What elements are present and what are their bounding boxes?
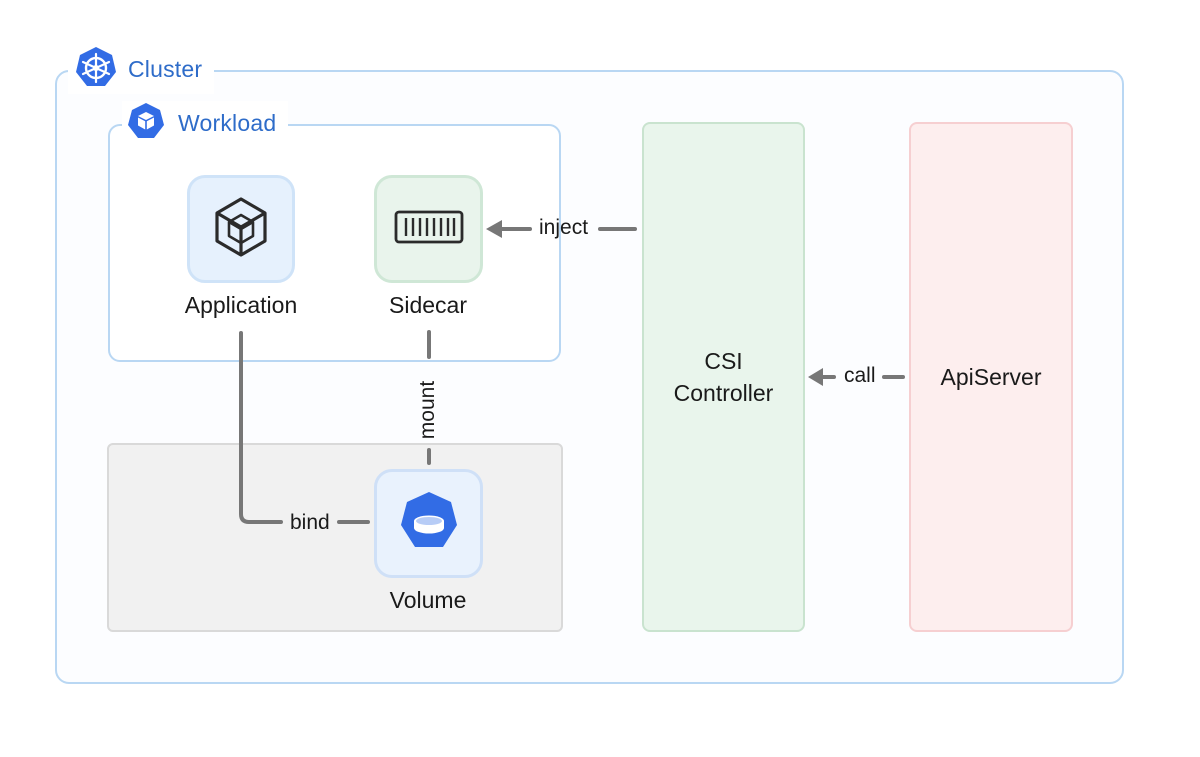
cluster-title: Cluster xyxy=(128,55,203,82)
cluster-header: Cluster xyxy=(68,44,215,94)
csi-controller-node: CSI Controller xyxy=(642,122,805,632)
call-label: call xyxy=(844,364,876,387)
mount-label-wrap: mount xyxy=(403,378,453,442)
mount-label: mount xyxy=(416,380,439,440)
package-cube-icon xyxy=(209,195,273,264)
inject-label: inject xyxy=(539,216,589,239)
api-server-node: ApiServer xyxy=(909,122,1073,632)
csi-controller-label: CSI Controller xyxy=(674,345,774,409)
workload-title: Workload xyxy=(178,109,277,136)
api-server-label: ApiServer xyxy=(940,364,1042,390)
volume-icon-tile xyxy=(374,469,483,578)
csi-label-line1: CSI xyxy=(704,348,743,374)
bind-label: bind xyxy=(290,511,330,534)
kubernetes-cube-icon xyxy=(126,101,166,146)
storage-area xyxy=(107,443,563,632)
csi-label-line2: Controller xyxy=(673,380,774,406)
application-icon-tile xyxy=(187,175,295,283)
kubernetes-helm-icon xyxy=(74,45,118,94)
workload-container xyxy=(108,124,561,362)
sidecar-label: Sidecar xyxy=(389,292,467,318)
sidecar-icon-tile xyxy=(374,175,483,283)
volume-disk-icon xyxy=(398,490,460,557)
container-icon xyxy=(393,207,465,252)
workload-header: Workload xyxy=(122,101,289,146)
application-label: Application xyxy=(184,292,298,318)
volume-label: Volume xyxy=(389,587,467,613)
